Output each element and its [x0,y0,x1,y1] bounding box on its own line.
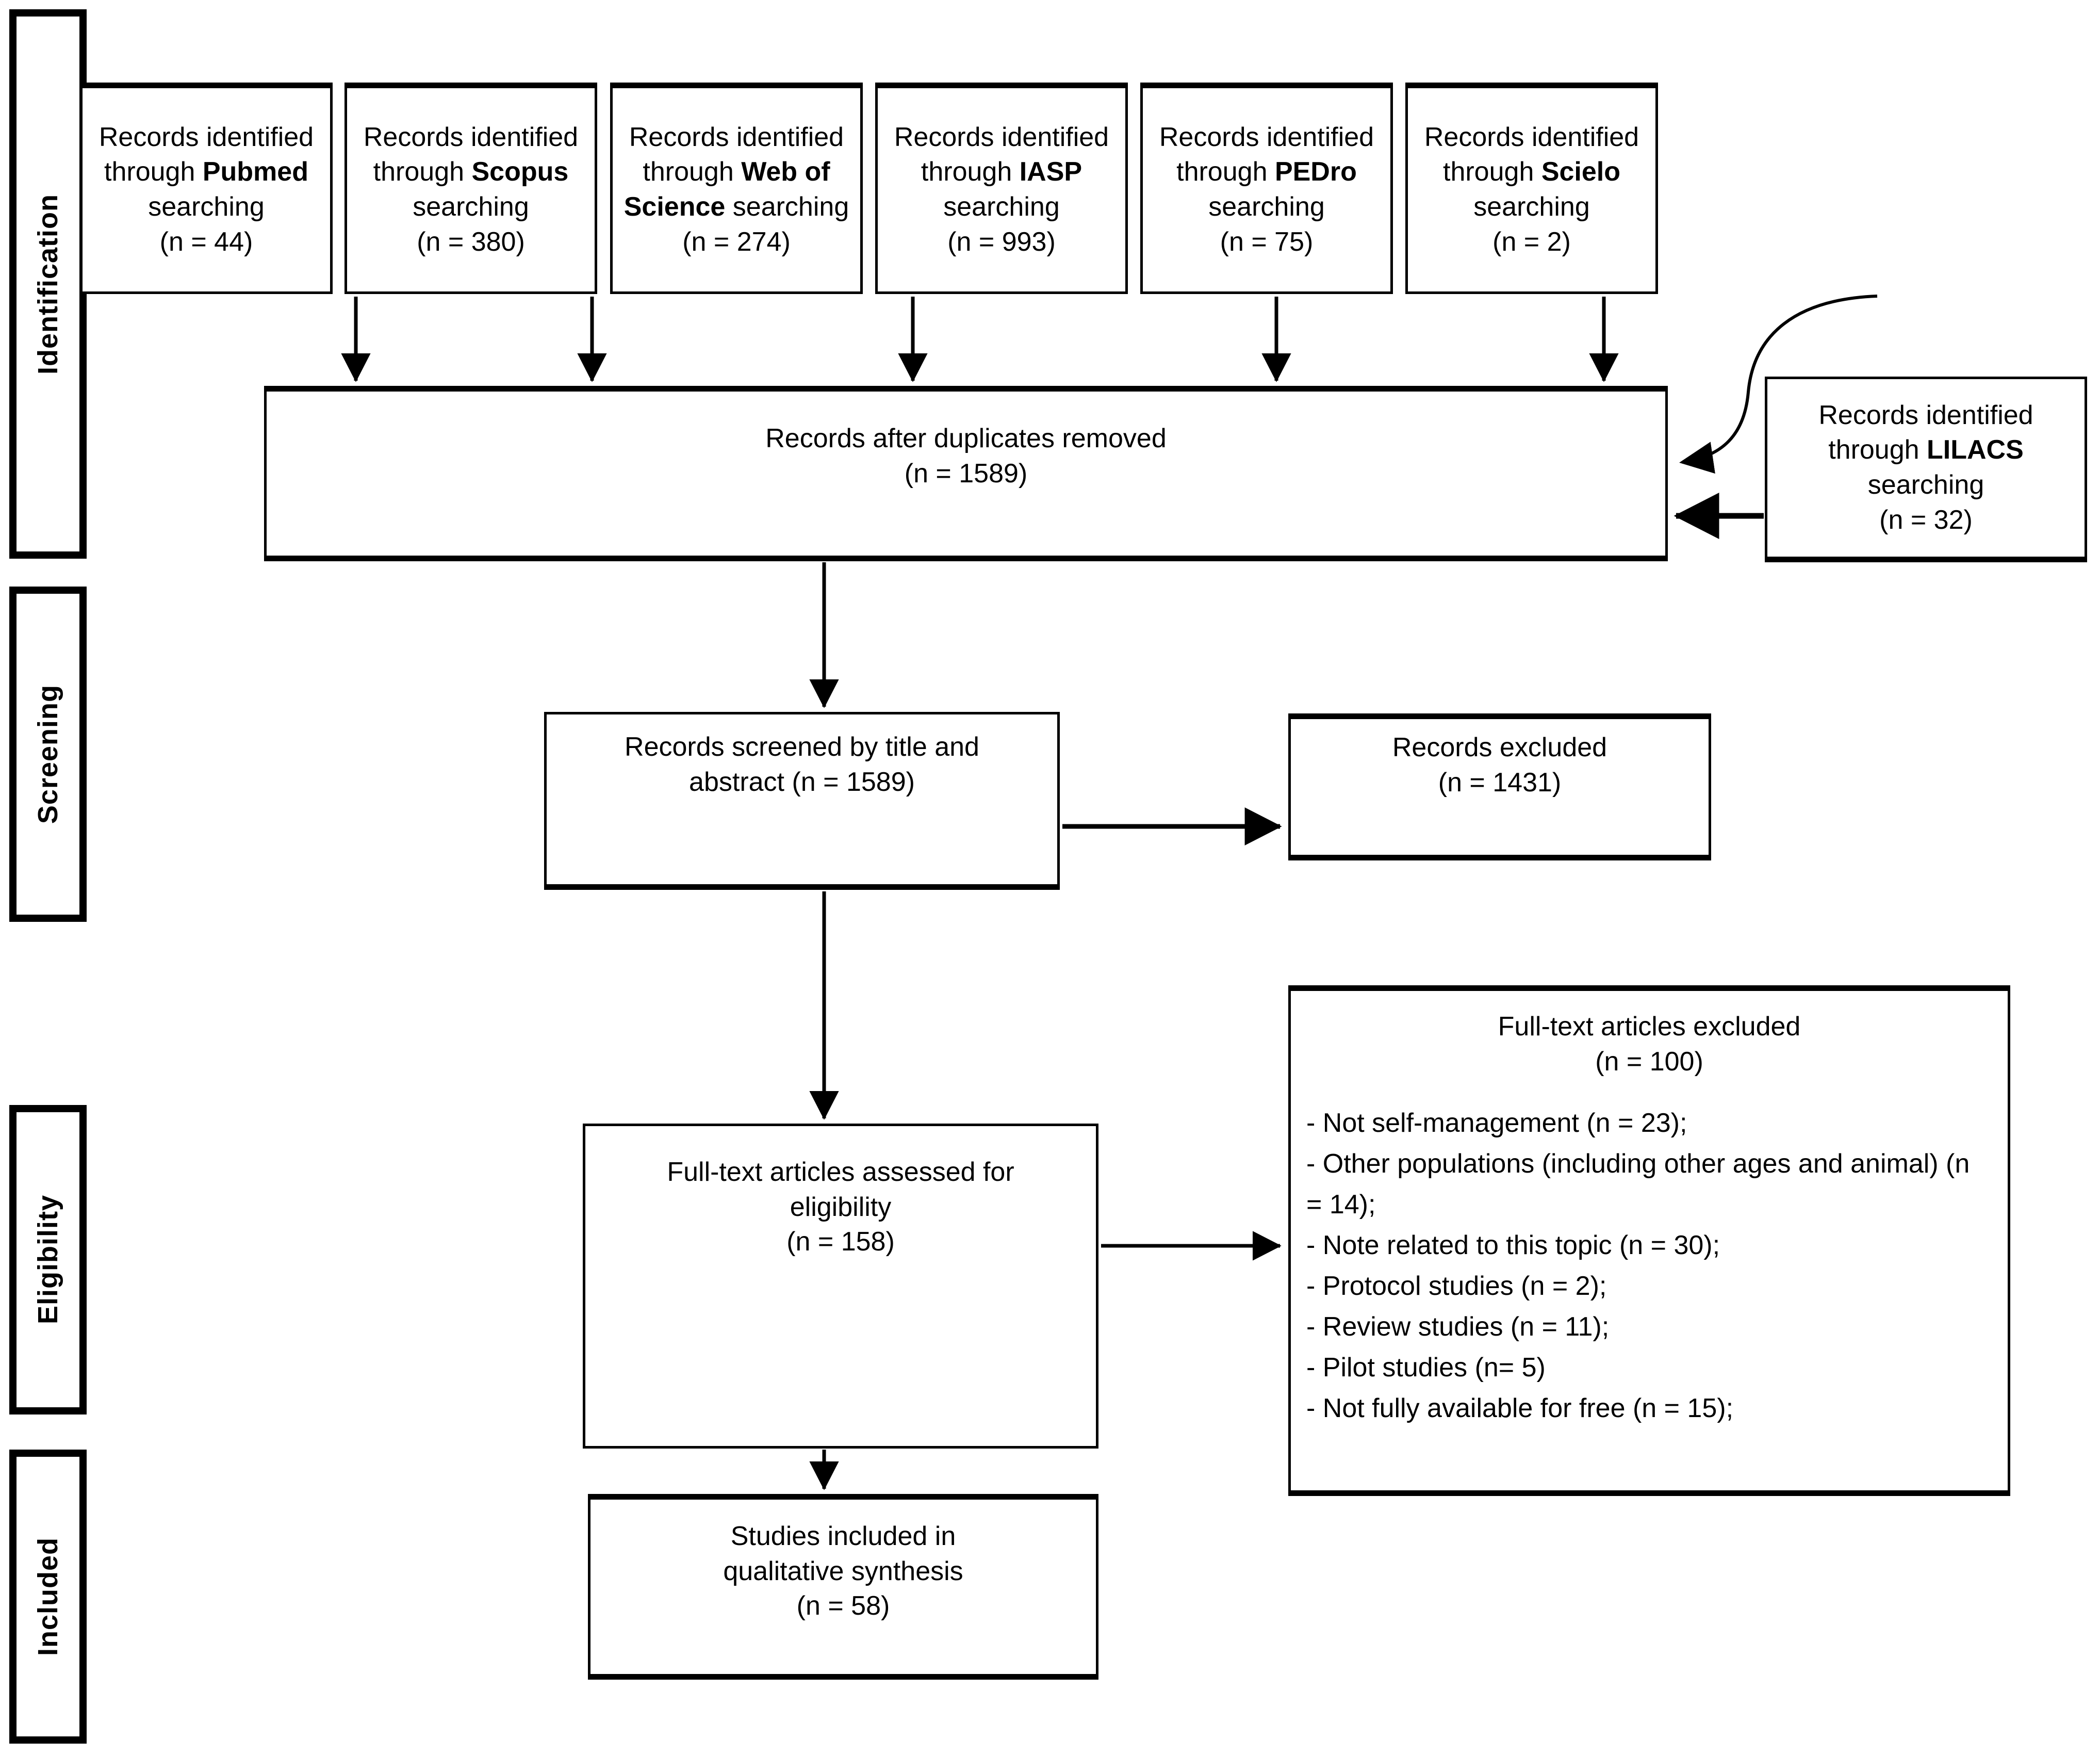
records-screened-box: Records screened by title and abstract (… [544,712,1060,890]
source-box-iasp: Records identified through IASP searchin… [875,83,1128,294]
source-iasp-prefix: Records identified [894,122,1109,152]
stage-label-included: Included [9,1450,87,1744]
source-box-pedro: Records identified through PEDro searchi… [1140,83,1393,294]
exclusion-reason-item: - Other populations (including other age… [1306,1149,1970,1220]
source-lilacs-prefix: Records identified [1818,400,2033,430]
exclusion-reason-item: - Not fully available for free (n = 15); [1306,1393,1734,1424]
exclusion-reason-item: - Not self-management (n = 23); [1306,1108,1687,1139]
fulltext-assessed-box: Full-text articles assessed for eligibil… [583,1124,1098,1449]
source-scopus-count: (n = 380) [417,226,525,257]
fulltext-assessed-line2: eligibility [790,1192,892,1222]
duplicates-removed-title: Records after duplicates removed [765,424,1167,453]
source-pubmed-searching: searching [148,192,265,222]
source-pedro-searching: searching [1208,192,1325,222]
source-scielo-database: through Scielo [1443,157,1620,187]
fulltext-excluded-title: Full-text articles excluded [1498,1012,1801,1042]
fulltext-excluded-heading: Full-text articles excluded (n = 100) [1306,1010,1992,1079]
stage-label-included-text: Included [32,1537,63,1656]
source-iasp-database: through IASP [921,157,1082,187]
source-wos-database: through Web of Science searching [624,157,849,222]
fulltext-excluded-count: (n = 100) [1595,1046,1703,1077]
source-scielo-prefix: Records identified [1424,122,1639,152]
stage-label-eligibility-text: Eligibility [32,1195,63,1325]
records-excluded-box: Records excluded (n = 1431) [1288,713,1711,860]
source-scielo-count: (n = 2) [1492,226,1571,257]
exclusion-reason-item: - Review studies (n = 11); [1306,1312,1610,1342]
source-scopus-database: through Scopus [373,157,569,187]
source-box-web-of-science: Records identified through Web of Scienc… [610,83,863,294]
source-pedro-prefix: Records identified [1159,122,1374,152]
stage-label-eligibility: Eligibility [9,1105,87,1414]
source-iasp-searching: searching [943,192,1060,222]
stage-label-screening: Screening [9,587,87,922]
fulltext-excluded-box: Full-text articles excluded (n = 100) - … [1288,985,2010,1496]
studies-included-box: Studies included in qualitative synthesi… [588,1494,1098,1680]
records-screened-line1: Records screened by title and [625,732,979,762]
records-excluded-count: (n = 1431) [1438,767,1562,798]
records-screened-line2: abstract (n = 1589) [689,767,915,797]
source-wos-prefix: Records identified [629,122,844,152]
source-wos-count: (n = 274) [682,226,791,257]
source-pubmed-database: through Pubmed [104,157,308,187]
source-pubmed-count: (n = 44) [159,226,253,257]
source-scielo-searching: searching [1473,192,1590,222]
exclusion-reason-item: - Pilot studies (n= 5) [1306,1353,1546,1383]
exclusion-reason-item: - Protocol studies (n = 2); [1306,1271,1607,1302]
fulltext-excluded-reason-list: - Not self-management (n = 23); - Other … [1306,1103,1992,1429]
duplicates-removed-box: Records after duplicates removed (n = 15… [264,386,1668,561]
studies-included-line2: qualitative synthesis [723,1556,963,1586]
source-box-scielo: Records identified through Scielo search… [1405,83,1658,294]
source-box-scopus: Records identified through Scopus search… [344,83,597,294]
source-lilacs-searching: searching [1867,470,1984,500]
exclusion-reason-item: - Note related to this topic (n = 30); [1306,1230,1720,1261]
source-box-pubmed: Records identified through Pubmed search… [80,83,333,294]
source-scopus-searching: searching [413,192,529,222]
source-pedro-database: through PEDro [1176,157,1357,187]
studies-included-line1: Studies included in [730,1521,956,1551]
stage-label-identification-text: Identification [32,193,63,375]
source-iasp-count: (n = 993) [947,226,1056,257]
source-lilacs-database: through LILACS [1828,435,2024,465]
source-scopus-prefix: Records identified [363,122,579,152]
source-pubmed-prefix: Records identified [99,122,314,152]
source-pedro-count: (n = 75) [1220,226,1314,257]
source-box-lilacs: Records identified through LILACS search… [1765,377,2087,562]
fulltext-assessed-count: (n = 158) [786,1227,895,1257]
records-excluded-title: Records excluded [1392,733,1607,762]
stage-label-screening-text: Screening [32,684,63,824]
studies-included-count: (n = 58) [796,1591,890,1621]
duplicates-removed-count: (n = 1589) [904,458,1028,489]
fulltext-assessed-line1: Full-text articles assessed for [667,1157,1014,1187]
source-lilacs-count: (n = 32) [1879,505,1973,535]
stage-label-identification: Identification [9,9,87,559]
